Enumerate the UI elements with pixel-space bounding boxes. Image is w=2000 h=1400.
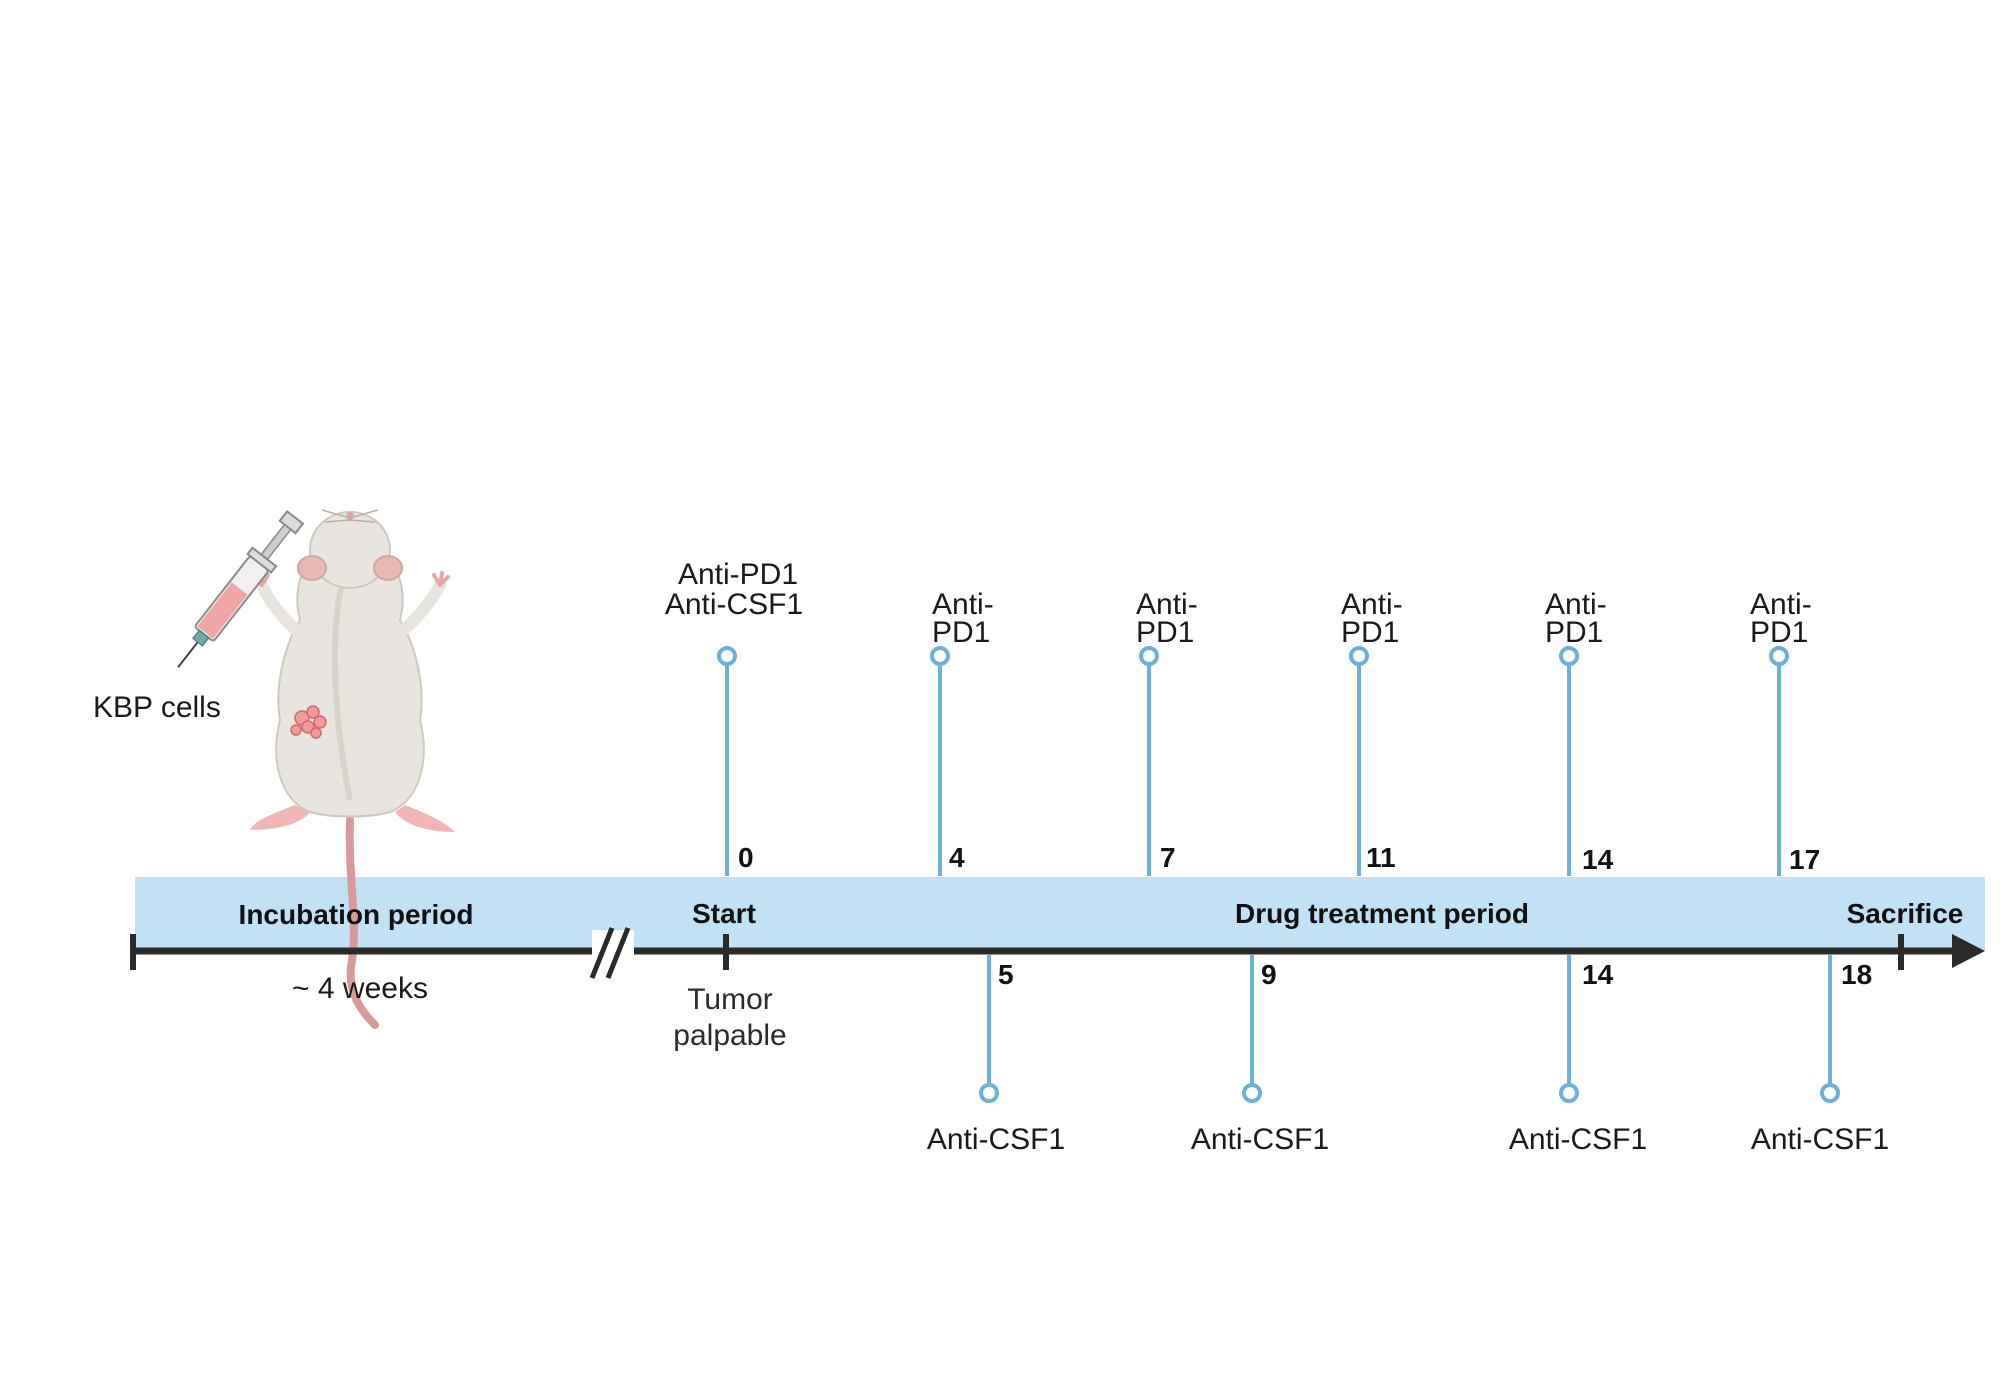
- lower-event-day: 14: [1582, 959, 1614, 990]
- upper-event-day: 17: [1789, 844, 1820, 875]
- start-sublabel-line1: Tumor: [687, 983, 773, 1016]
- upper-event: Anti- PD1 11: [1341, 588, 1403, 873]
- upper-event-line1: Anti-: [1545, 588, 1607, 621]
- lower-stems: [979, 955, 1840, 1103]
- treatment-period-label: Drug treatment period: [1235, 898, 1529, 929]
- upper-event-day: 11: [1366, 842, 1396, 873]
- syringe-icon: [177, 509, 305, 668]
- timeline-axis: [130, 934, 1985, 970]
- timeline-band: [135, 877, 1985, 951]
- lower-event: 14 Anti-CSF1: [1509, 959, 1647, 1156]
- upper-event-line2: Anti-CSF1: [665, 588, 803, 621]
- lower-event-label: Anti-CSF1: [1509, 1123, 1647, 1156]
- lower-event: 5 Anti-CSF1: [927, 959, 1065, 1156]
- lower-event-day: 9: [1261, 959, 1277, 990]
- sacrifice-label: Sacrifice: [1847, 898, 1964, 929]
- lower-event-label: Anti-CSF1: [1191, 1123, 1329, 1156]
- incubation-period-label: Incubation period: [239, 899, 474, 930]
- upper-event-day: 4: [949, 842, 965, 873]
- upper-event-line1: Anti-: [1341, 588, 1403, 621]
- lower-event-day: 5: [998, 959, 1014, 990]
- cells-label: KBP cells: [93, 691, 221, 724]
- upper-event-line2: PD1: [1545, 616, 1603, 649]
- incubation-duration-label: ~ 4 weeks: [292, 972, 428, 1005]
- lower-event-label: Anti-CSF1: [927, 1123, 1065, 1156]
- upper-event-line2: PD1: [1136, 616, 1194, 649]
- upper-event: Anti- PD1 14: [1545, 588, 1614, 875]
- lower-event-label: Anti-CSF1: [1751, 1123, 1889, 1156]
- upper-event-line2: PD1: [1750, 616, 1808, 649]
- lower-event: 18 Anti-CSF1: [1751, 959, 1889, 1156]
- upper-event: Anti- PD1 4: [932, 588, 994, 873]
- start-sublabel-line2: palpable: [673, 1019, 786, 1052]
- upper-event-line1: Anti-: [1136, 588, 1198, 621]
- tumor-cells-icon: [290, 705, 327, 739]
- upper-event-line1: Anti-PD1: [678, 558, 798, 591]
- lower-event-day: 18: [1841, 959, 1872, 990]
- upper-event-line2: PD1: [932, 616, 990, 649]
- upper-event-day: 0: [738, 842, 754, 873]
- upper-event: Anti- PD1 17: [1750, 588, 1820, 875]
- upper-event: Anti- PD1 7: [1136, 588, 1198, 873]
- upper-event-line1: Anti-: [1750, 588, 1812, 621]
- lower-event: 9 Anti-CSF1: [1191, 959, 1329, 1156]
- start-label: Start: [692, 898, 756, 929]
- mouse-icon: [250, 509, 455, 1029]
- upper-event-day: 7: [1160, 842, 1176, 873]
- upper-event-line2: PD1: [1341, 616, 1399, 649]
- upper-stems: [717, 646, 1789, 876]
- upper-event: Anti-PD1 Anti-CSF1 0: [665, 558, 803, 873]
- upper-event-line1: Anti-: [932, 588, 994, 621]
- upper-event-day: 14: [1582, 844, 1614, 875]
- axis-break-icon: [589, 927, 634, 979]
